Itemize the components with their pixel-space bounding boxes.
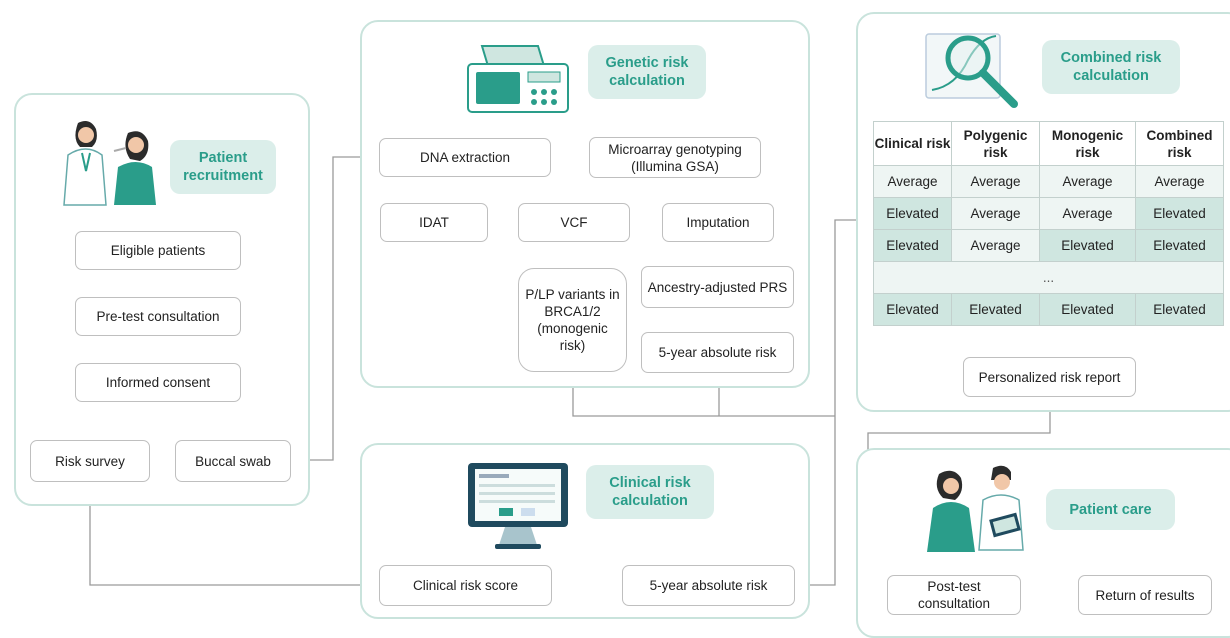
table-cell: Elevated — [951, 293, 1040, 326]
combined-risk-title: Combined risk calculation — [1042, 40, 1180, 94]
post-test-consultation-box: Post-test consultation — [887, 575, 1021, 615]
computer-monitor-icon — [468, 463, 568, 549]
pre-test-consultation-box: Pre-test consultation — [75, 297, 241, 336]
table-header-combined: Combined risk — [1135, 121, 1224, 166]
table-cell: Elevated — [1135, 293, 1224, 326]
imputation-box: Imputation — [662, 203, 774, 242]
idat-box: IDAT — [380, 203, 488, 242]
table-row: Elevated Elevated Elevated Elevated — [873, 293, 1224, 326]
table-header-monogenic: Monogenic risk — [1039, 121, 1136, 166]
genotyping-machine-icon — [467, 45, 569, 113]
buccal-swab-box: Buccal swab — [175, 440, 291, 482]
ancestry-adjusted-prs-box: Ancestry-adjusted PRS — [641, 266, 794, 308]
dna-extraction-box: DNA extraction — [379, 138, 551, 177]
table-cell: Elevated — [873, 197, 952, 230]
table-cell: Elevated — [873, 229, 952, 262]
table-cell: Average — [1135, 165, 1224, 198]
table-row: ... — [873, 261, 1224, 294]
table-cell: Average — [1039, 197, 1136, 230]
table-cell: Average — [873, 165, 952, 198]
clinical-risk-title: Clinical risk calculation — [586, 465, 714, 519]
return-of-results-box: Return of results — [1078, 575, 1212, 615]
risk-survey-box: Risk survey — [30, 440, 150, 482]
table-cell: Average — [951, 229, 1040, 262]
clinical-risk-score-box: Clinical risk score — [379, 565, 552, 606]
table-cell: Elevated — [1039, 293, 1136, 326]
vcf-box: VCF — [518, 203, 630, 242]
microarray-genotyping-box: Microarray genotyping (Illumina GSA) — [589, 137, 761, 178]
plp-variants-box: P/LP variants in BRCA1/2 (monogenic risk… — [518, 268, 627, 372]
table-header-clinical: Clinical risk — [873, 121, 952, 166]
table-row: Average Average Average Average — [873, 165, 1224, 198]
table-cell: Average — [951, 197, 1040, 230]
table-ellipsis: ... — [873, 261, 1224, 294]
informed-consent-box: Informed consent — [75, 363, 241, 402]
genetic-absolute-risk-box: 5-year absolute risk — [641, 332, 794, 373]
risk-combination-table: Clinical risk Polygenic risk Monogenic r… — [873, 121, 1224, 326]
genetic-risk-title: Genetic risk calculation — [588, 45, 706, 99]
table-cell: Elevated — [1135, 197, 1224, 230]
personalized-risk-report-box: Personalized risk report — [963, 357, 1136, 397]
table-row: Elevated Average Average Elevated — [873, 197, 1224, 230]
eligible-patients-box: Eligible patients — [75, 231, 241, 270]
table-cell: Average — [1039, 165, 1136, 198]
doctor-and-patient-icon — [63, 121, 156, 206]
magnifier-chart-icon — [925, 33, 1018, 108]
clinical-absolute-risk-box: 5-year absolute risk — [622, 565, 795, 606]
table-header-polygenic: Polygenic risk — [951, 121, 1040, 166]
table-cell: Elevated — [1039, 229, 1136, 262]
patient-recruitment-title: Patient recruitment — [170, 140, 276, 194]
patient-care-title: Patient care — [1046, 489, 1175, 530]
table-cell: Average — [951, 165, 1040, 198]
table-cell: Elevated — [1135, 229, 1224, 262]
patient-and-doctor-icon — [927, 465, 1024, 552]
table-cell: Elevated — [873, 293, 952, 326]
table-row: Elevated Average Elevated Elevated — [873, 229, 1224, 262]
